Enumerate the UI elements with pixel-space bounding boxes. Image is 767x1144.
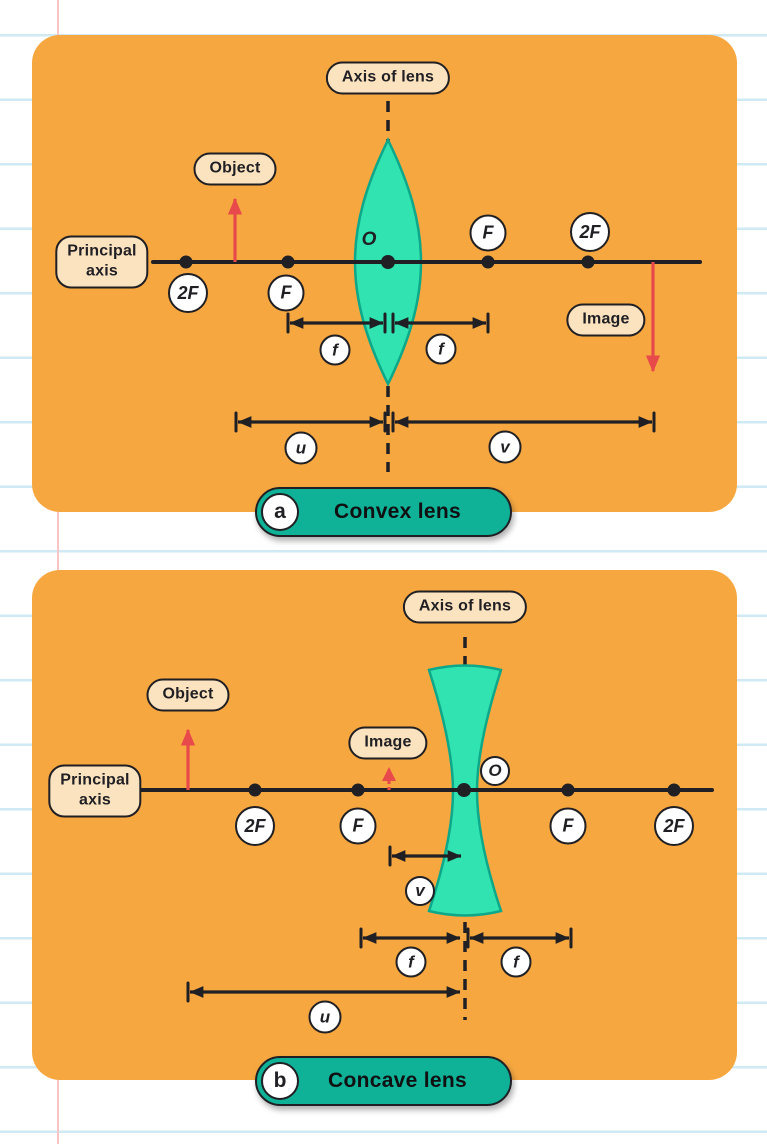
image-distance-dimension xyxy=(391,411,656,433)
object-distance-dimension xyxy=(234,411,387,433)
object-label: Object xyxy=(193,152,277,186)
point-label-right-2f: 2F xyxy=(654,806,694,846)
point-label-right-f: F xyxy=(469,214,507,252)
principal-axis-label: Principal axis xyxy=(55,235,149,289)
focal-length-left-dimension xyxy=(359,927,461,949)
principal-axis-label-line2: axis xyxy=(79,791,111,809)
convex-lens-figure xyxy=(151,101,702,472)
caption-badge-concave: b Concave lens xyxy=(255,1056,512,1106)
axis-points xyxy=(179,255,595,269)
caption-letter-a: a xyxy=(261,493,299,531)
caption-label-convex: Convex lens xyxy=(333,500,461,523)
image-distance-label: v xyxy=(405,876,435,906)
focal-length-right-label: f xyxy=(500,946,532,978)
convex-lens-diagram: Axis of lens Principal axis Object Image… xyxy=(32,35,737,512)
focal-length-left-label: f xyxy=(395,946,427,978)
focal-length-right-dimension xyxy=(391,312,490,334)
point-label-right-2f: 2F xyxy=(570,212,610,252)
axis-of-lens-label: Axis of lens xyxy=(402,590,528,624)
image-distance-label: v xyxy=(488,430,522,464)
object-distance-label: u xyxy=(308,1000,342,1034)
concave-lens-figure xyxy=(136,637,714,1020)
point-label-left-2f: 2F xyxy=(168,273,208,313)
optical-center-label: O xyxy=(480,756,510,786)
concave-lens-diagram: Axis of lens Principal axis Object Image… xyxy=(32,570,737,1080)
principal-axis-label: Principal axis xyxy=(48,764,142,818)
axis-of-lens-label: Axis of lens xyxy=(325,61,451,95)
image-label: Image xyxy=(348,726,428,760)
point-label-left-2f: 2F xyxy=(235,806,275,846)
caption-label-concave: Concave lens xyxy=(328,1069,467,1092)
object-distance-label: u xyxy=(284,431,318,465)
image-arrow xyxy=(382,767,396,790)
axis-points xyxy=(248,783,681,797)
principal-axis-label-line1: Principal xyxy=(67,242,137,260)
principal-axis-label-line1: Principal xyxy=(60,771,130,789)
image-label: Image xyxy=(566,303,646,337)
point-label-right-f: F xyxy=(549,807,587,845)
caption-letter-b: b xyxy=(261,1062,299,1100)
object-distance-dimension xyxy=(186,981,461,1003)
point-label-left-f: F xyxy=(339,807,377,845)
caption-badge-convex: a Convex lens xyxy=(255,487,512,537)
object-label: Object xyxy=(146,678,230,712)
optical-center-label: O xyxy=(361,229,377,250)
focal-length-left-dimension xyxy=(286,312,387,334)
image-distance-dimension xyxy=(388,845,462,867)
principal-axis-label-line2: axis xyxy=(86,262,118,280)
focal-length-right-dimension xyxy=(466,927,573,949)
focal-length-left-label: f xyxy=(319,334,351,366)
focal-length-right-label: f xyxy=(425,333,457,365)
point-label-left-f: F xyxy=(267,274,305,312)
